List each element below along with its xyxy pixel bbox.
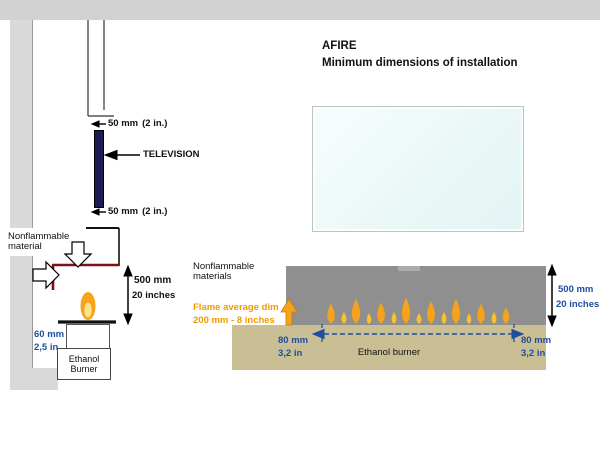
left-wall-lower xyxy=(10,256,33,390)
ethanol-burner-label-line2: Burner xyxy=(70,364,98,374)
left-wall-foot xyxy=(10,368,58,390)
right-height-unit: 20 inches xyxy=(556,299,600,310)
left-nonflammable-note: Nonflammable material xyxy=(8,231,70,253)
television-label: TELEVISION xyxy=(143,149,200,160)
tv-bottom-gap-label: 50 mm(2 in.) xyxy=(108,206,168,217)
right-wall-block xyxy=(286,266,546,325)
left-flame xyxy=(80,292,96,320)
left-recess-dimension-arrow xyxy=(123,264,133,326)
gap-pointer-bottom xyxy=(90,208,106,216)
ethanol-burner-label-line1: Ethanol xyxy=(68,354,100,364)
right-wall-mount-mark xyxy=(398,266,420,271)
tv-top-gap-label: 50 mm(2 in.) xyxy=(108,118,168,129)
wall-finish-lines xyxy=(87,20,114,117)
flame-average-dim-line2: 200 mm - 8 inches xyxy=(193,315,275,326)
right-burner-base xyxy=(232,325,546,370)
television-cross-section xyxy=(94,130,104,208)
gap-pointer-top xyxy=(90,120,106,128)
right-nonflammable-note: Nonflammable materials xyxy=(193,261,255,283)
burner-offset-value: 60 mm xyxy=(34,329,65,340)
left-wall-upper xyxy=(10,20,33,228)
burner-offset-unit: 2,5 in xyxy=(34,342,59,353)
left-recess-height-unit: 20 inches xyxy=(132,290,176,301)
television-front-view xyxy=(312,106,524,232)
right-margin-unit: 3,2 in xyxy=(521,348,546,359)
brand-title: AFIRE xyxy=(322,40,357,52)
television-arrow xyxy=(103,149,140,161)
burner-body xyxy=(66,324,110,350)
slide-subtitle: Minimum dimensions of installation xyxy=(322,57,518,69)
right-height-dimension-arrow xyxy=(547,263,557,328)
flame-average-dim-line1: Flame average dim xyxy=(193,302,279,313)
right-height-value: 500 mm xyxy=(558,284,594,295)
right-burner-label: Ethanol burner xyxy=(357,347,421,358)
right-margin-value: 80 mm xyxy=(521,335,552,346)
top-margin-strip xyxy=(0,0,600,20)
left-margin-unit: 3,2 in xyxy=(278,348,303,359)
left-recess-height-value: 500 mm xyxy=(134,275,172,286)
left-margin-value: 80 mm xyxy=(278,335,309,346)
clearance-arrow-right xyxy=(32,260,60,290)
ethanol-burner-label-box: Ethanol Burner xyxy=(57,348,111,380)
